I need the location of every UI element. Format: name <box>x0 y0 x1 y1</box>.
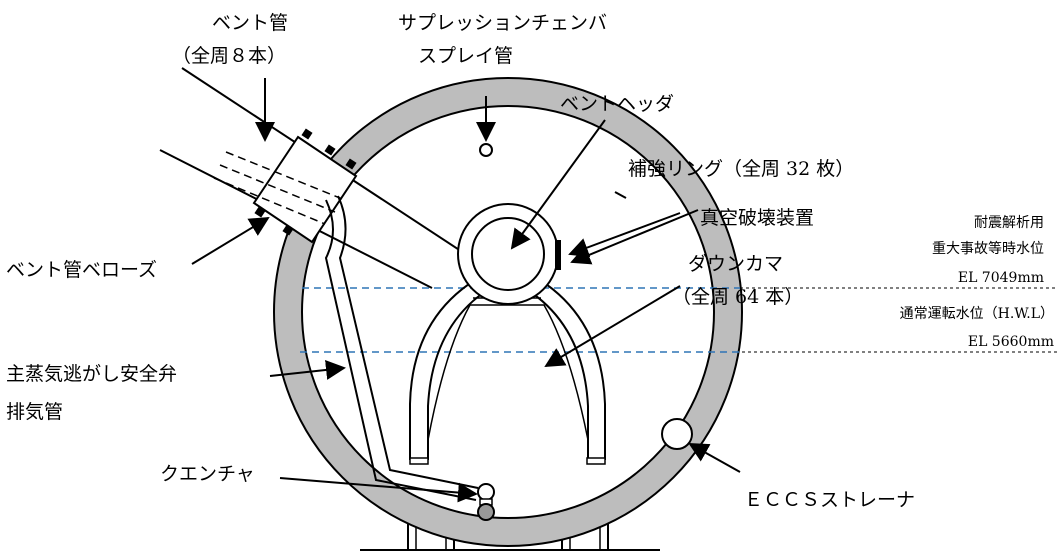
label-bellows: ベント管ベローズ <box>6 259 157 281</box>
bellows-box <box>252 135 358 244</box>
label-vent-header: ベントヘッダ <box>560 93 674 115</box>
label-reinforcing-ring: 補強リング（全周 32 枚） <box>628 158 854 180</box>
label-spray-2: スプレイ管 <box>418 45 513 67</box>
label-srv-2: 排気管 <box>6 401 63 423</box>
label-vent-pipe: ベント管 <box>212 12 288 34</box>
label-spray-1: サプレッションチェンバ <box>398 12 607 34</box>
vacuum-breaker-shape <box>555 240 561 270</box>
label-seismic-value: EL 7049mm <box>958 270 1044 286</box>
label-downcomer-count: （全周 64 本） <box>672 286 803 308</box>
chamber-interior <box>301 105 715 519</box>
vent-pipe <box>159 67 471 289</box>
label-downcomer: ダウンカマ <box>688 253 783 275</box>
srv-discharge-pipe <box>324 195 479 501</box>
label-srv-1: 主蒸気逃がし安全弁 <box>6 363 177 385</box>
eccs-strainer-shape <box>661 418 693 450</box>
spray-pipe-shape <box>479 143 493 157</box>
text-labels: ベント管 （全周８本） サプレッションチェンバ スプレイ管 ベントヘッダ 補強リ… <box>6 12 1054 511</box>
torus-shell <box>273 77 743 547</box>
label-eccs-strainer: ＥＣＣＳストレーナ <box>744 489 915 511</box>
label-vacuum-breaker: 真空破壊装置 <box>700 207 814 229</box>
label-normal-value: EL 5660mm <box>968 334 1054 350</box>
quencher-shape <box>477 483 495 521</box>
label-normal-title: 通常運転水位（H.W.L） <box>900 306 1054 322</box>
label-vent-pipe-count: （全周８本） <box>172 45 286 67</box>
leader-arrows <box>191 78 741 503</box>
label-seismic-title-2: 重大事故等時水位 <box>932 240 1044 257</box>
label-quencher: クエンチャ <box>160 463 255 485</box>
label-seismic-title-1: 耐震解析用 <box>974 215 1044 231</box>
